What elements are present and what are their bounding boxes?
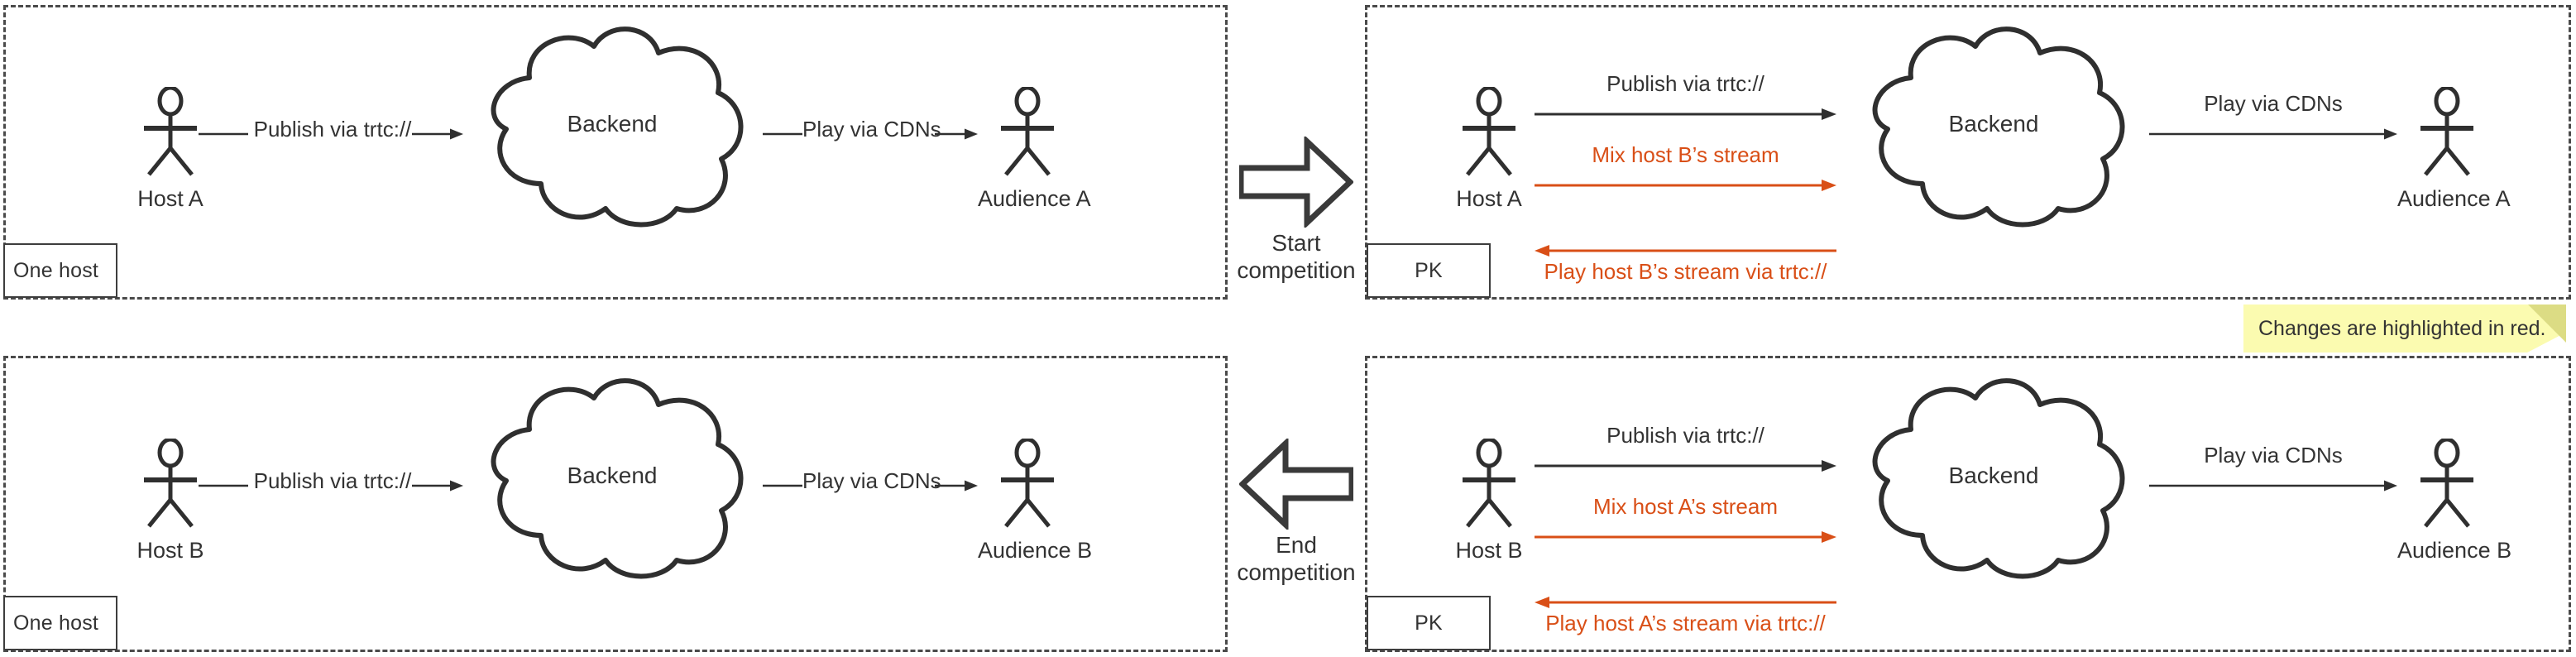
- actor-label: Audience B: [2397, 538, 2512, 563]
- actor-audience-b-pk: Audience B: [2397, 439, 2512, 563]
- actor-label: Host A: [137, 186, 203, 211]
- cloud-backend-tr: Backend: [1845, 20, 2143, 228]
- sticky-note-body: [2243, 305, 2566, 352]
- flow-bl-publish: Publish via trtc://: [199, 468, 463, 494]
- flow-label: Publish via trtc://: [253, 468, 412, 493]
- sticky-note-changes-highlighted: Changes are highlighted in red.: [2243, 305, 2566, 352]
- flow-label: Play via CDNs: [802, 468, 941, 493]
- tag-label: PK: [1415, 258, 1443, 282]
- actor-label: Audience A: [2397, 186, 2511, 211]
- stick-figure-icon: [2420, 87, 2473, 176]
- tag-pk-bottom: PK: [1367, 596, 1491, 650]
- transition-start-competition: Start competition: [1237, 137, 1356, 283]
- flow-label: Play via CDNs: [802, 117, 941, 141]
- panel-pk-host-b: [1365, 356, 2571, 652]
- transition-caption-line1: End: [1276, 532, 1317, 558]
- tag-pk-top: PK: [1367, 243, 1491, 298]
- actor-host-b-single: Host B: [121, 439, 220, 563]
- transition-caption-line2: competition: [1237, 257, 1356, 284]
- flow-label: Play via CDNs: [2204, 91, 2343, 116]
- flow-br-publish: Publish via trtc://: [1535, 423, 1836, 472]
- actor-host-a-pk: Host A: [1439, 87, 1539, 212]
- stick-figure-icon: [1001, 87, 1054, 176]
- stick-figure-icon: [2420, 439, 2473, 528]
- cloud-icon: [491, 26, 744, 228]
- cloud-backend-tl: Backend: [463, 20, 761, 228]
- transition-end-competition: End competition: [1237, 439, 1356, 585]
- tag-label: One host: [13, 611, 99, 635]
- panel-one-host-b: [3, 356, 1228, 652]
- flow-label: Publish via trtc://: [1606, 423, 1764, 448]
- flow-tr-publish: Publish via trtc://: [1535, 71, 1836, 121]
- arrow-left-icon: [1239, 439, 1353, 530]
- flow-tr-play-cdn: Play via CDNs: [2149, 91, 2397, 142]
- actor-host-a-single: Host A: [121, 87, 220, 212]
- transition-caption-line1: Start: [1271, 230, 1321, 256]
- flow-label: Publish via trtc://: [253, 117, 412, 141]
- actor-host-b-pk: Host B: [1439, 439, 1539, 563]
- flow-label: Publish via trtc://: [1606, 71, 1764, 96]
- flow-tr-play-host-stream: Play host B’s stream via trtc://: [1535, 244, 1836, 284]
- actor-audience-a-pk: Audience A: [2397, 87, 2511, 212]
- cloud-icon: [491, 378, 744, 579]
- transition-caption: End competition: [1209, 531, 1383, 586]
- stick-figure-icon: [1001, 439, 1054, 528]
- flow-tl-publish: Publish via trtc://: [199, 117, 463, 142]
- actor-label: Host A: [1456, 186, 1522, 211]
- flow-label: Mix host A’s stream: [1593, 494, 1778, 519]
- cloud-icon: [1872, 378, 2125, 579]
- tag-label: PK: [1415, 611, 1443, 635]
- actor-label: Host B: [136, 538, 204, 563]
- actor-label: Audience B: [978, 538, 1093, 563]
- actor-label: Audience A: [978, 186, 1091, 211]
- cloud-backend-bl: Backend: [463, 372, 761, 580]
- tag-one-host-top: One host: [3, 243, 117, 298]
- arrow-right-icon: [1239, 137, 1353, 228]
- stick-figure-icon: [144, 87, 197, 176]
- panel-pk-host-a: [1365, 5, 2571, 300]
- flow-label: Play host A’s stream via trtc://: [1545, 611, 1826, 635]
- flow-br-mix: Mix host A’s stream: [1535, 494, 1836, 544]
- cloud-icon: [1872, 26, 2125, 228]
- transition-caption: Start competition: [1209, 229, 1383, 284]
- transition-caption-line2: competition: [1237, 559, 1356, 586]
- flow-label: Play via CDNs: [2204, 443, 2343, 468]
- panel-one-host-a: [3, 5, 1228, 300]
- tag-label: One host: [13, 258, 99, 282]
- flow-label: Mix host B’s stream: [1592, 142, 1779, 167]
- flow-br-play-cdn: Play via CDNs: [2149, 443, 2397, 494]
- sticky-note-text: Changes are highlighted in red.: [2258, 316, 2546, 340]
- stick-figure-icon: [1463, 87, 1515, 176]
- stick-figure-icon: [1463, 439, 1515, 528]
- actor-label: Host B: [1455, 538, 1523, 563]
- flow-tl-play: Play via CDNs: [763, 117, 978, 142]
- actor-audience-b-single: Audience B: [978, 439, 1093, 563]
- tag-one-host-bottom: One host: [3, 596, 117, 650]
- cloud-backend-br: Backend: [1845, 372, 2143, 580]
- flow-label: Play host B’s stream via trtc://: [1544, 259, 1827, 284]
- flow-br-play-host-stream: Play host A’s stream via trtc://: [1535, 596, 1836, 635]
- flow-bl-play: Play via CDNs: [763, 468, 978, 494]
- stick-figure-icon: [144, 439, 197, 528]
- actor-audience-a-single: Audience A: [978, 87, 1091, 212]
- flow-tr-mix: Mix host B’s stream: [1535, 142, 1836, 192]
